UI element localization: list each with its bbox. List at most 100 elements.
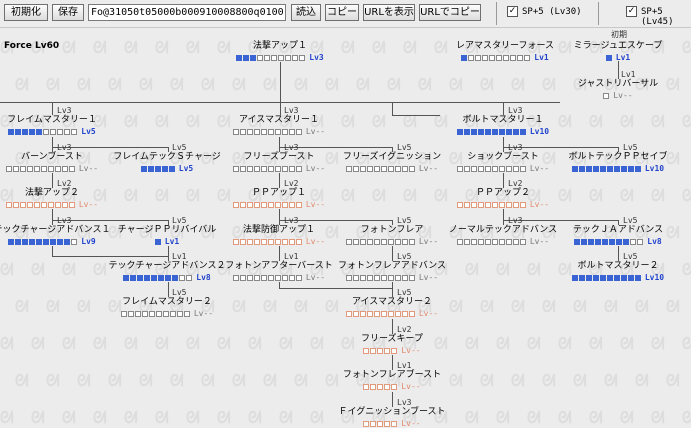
skill-point-square[interactable]	[578, 274, 585, 281]
skill-point-square[interactable]	[285, 54, 292, 61]
skill-point-square[interactable]	[345, 310, 352, 317]
skill-point-square[interactable]	[57, 128, 64, 135]
skill-point-square[interactable]	[281, 274, 288, 281]
skill-level-bar[interactable]: Lv--	[204, 199, 354, 209]
skill-level-bar[interactable]: Lv--	[317, 163, 467, 173]
skill-point-square[interactable]	[401, 310, 408, 317]
skill-point-square[interactable]	[281, 128, 288, 135]
skill-point-square[interactable]	[8, 238, 15, 245]
skill-point-square[interactable]	[599, 165, 606, 172]
skill-point-square[interactable]	[498, 201, 505, 208]
skill-point-square[interactable]	[54, 165, 61, 172]
skill-level-bar[interactable]: Lv--	[317, 345, 467, 355]
skill-level-bar[interactable]: Lv8	[543, 236, 691, 246]
skill-point-square[interactable]	[168, 165, 175, 172]
skill-point-square[interactable]	[154, 238, 161, 245]
skill-point-square[interactable]	[22, 128, 29, 135]
skill-point-square[interactable]	[578, 165, 585, 172]
sp5-lv30-checkbox[interactable]: ✓	[507, 6, 518, 17]
skill-point-square[interactable]	[253, 238, 260, 245]
skill-point-square[interactable]	[12, 201, 19, 208]
skill-point-square[interactable]	[137, 274, 144, 281]
skill-point-square[interactable]	[456, 201, 463, 208]
skill-point-square[interactable]	[19, 201, 26, 208]
skill-level-bar[interactable]: Lv--	[317, 272, 467, 282]
skill-point-square[interactable]	[5, 201, 12, 208]
skill-point-square[interactable]	[345, 238, 352, 245]
skill-level-bar[interactable]: Lv--	[428, 236, 578, 246]
skill-point-square[interactable]	[489, 54, 496, 61]
skill-point-square[interactable]	[246, 201, 253, 208]
skill-point-square[interactable]	[366, 165, 373, 172]
skill-level-bar[interactable]: Lv--	[204, 163, 354, 173]
skill-point-square[interactable]	[345, 274, 352, 281]
skill-point-square[interactable]	[620, 165, 627, 172]
skill-point-square[interactable]	[517, 54, 524, 61]
skill-point-square[interactable]	[408, 274, 415, 281]
skill-point-square[interactable]	[373, 310, 380, 317]
skill-level-bar[interactable]: Lv9	[0, 236, 127, 246]
skill-level-bar[interactable]: Lv5	[92, 163, 242, 173]
skill-point-square[interactable]	[232, 274, 239, 281]
skill-point-square[interactable]	[616, 238, 623, 245]
skill-point-square[interactable]	[373, 238, 380, 245]
skill-point-square[interactable]	[627, 274, 634, 281]
skill-point-square[interactable]	[620, 274, 627, 281]
skill-point-square[interactable]	[456, 165, 463, 172]
skill-point-square[interactable]	[64, 238, 71, 245]
skill-point-square[interactable]	[260, 238, 267, 245]
skill-point-square[interactable]	[183, 310, 190, 317]
skill-point-square[interactable]	[599, 274, 606, 281]
skill-point-square[interactable]	[456, 128, 463, 135]
skill-point-square[interactable]	[637, 238, 644, 245]
skill-point-square[interactable]	[264, 54, 271, 61]
skill-point-square[interactable]	[475, 54, 482, 61]
skill-point-square[interactable]	[295, 238, 302, 245]
skill-point-square[interactable]	[456, 238, 463, 245]
skill-point-square[interactable]	[408, 310, 415, 317]
skill-point-square[interactable]	[391, 420, 398, 427]
skill-point-square[interactable]	[484, 128, 491, 135]
skill-point-square[interactable]	[623, 238, 630, 245]
skill-point-square[interactable]	[498, 165, 505, 172]
skill-level-bar[interactable]: Lv3	[205, 52, 355, 62]
skill-point-square[interactable]	[36, 238, 43, 245]
skill-point-square[interactable]	[363, 420, 370, 427]
skill-point-square[interactable]	[71, 238, 78, 245]
skill-level-bar[interactable]: Lv--	[317, 418, 467, 428]
skill-point-square[interactable]	[496, 54, 503, 61]
skill-point-square[interactable]	[352, 274, 359, 281]
skill-point-square[interactable]	[274, 165, 281, 172]
skill-point-square[interactable]	[260, 128, 267, 135]
skill-point-square[interactable]	[257, 54, 264, 61]
skill-point-square[interactable]	[630, 238, 637, 245]
skill-point-square[interactable]	[519, 201, 526, 208]
skill-point-square[interactable]	[602, 238, 609, 245]
skill-point-square[interactable]	[43, 128, 50, 135]
skill-point-square[interactable]	[370, 383, 377, 390]
skill-point-square[interactable]	[484, 238, 491, 245]
skill-point-square[interactable]	[505, 238, 512, 245]
skill-point-square[interactable]	[401, 274, 408, 281]
skill-point-square[interactable]	[512, 201, 519, 208]
skill-point-square[interactable]	[57, 238, 64, 245]
skill-point-square[interactable]	[505, 128, 512, 135]
skill-point-square[interactable]	[274, 128, 281, 135]
skill-point-square[interactable]	[609, 238, 616, 245]
skill-point-square[interactable]	[359, 310, 366, 317]
skill-point-square[interactable]	[169, 310, 176, 317]
skill-point-square[interactable]	[68, 165, 75, 172]
skill-point-square[interactable]	[470, 165, 477, 172]
skill-point-square[interactable]	[366, 310, 373, 317]
skill-point-square[interactable]	[468, 54, 475, 61]
skill-point-square[interactable]	[239, 165, 246, 172]
skill-point-square[interactable]	[394, 274, 401, 281]
